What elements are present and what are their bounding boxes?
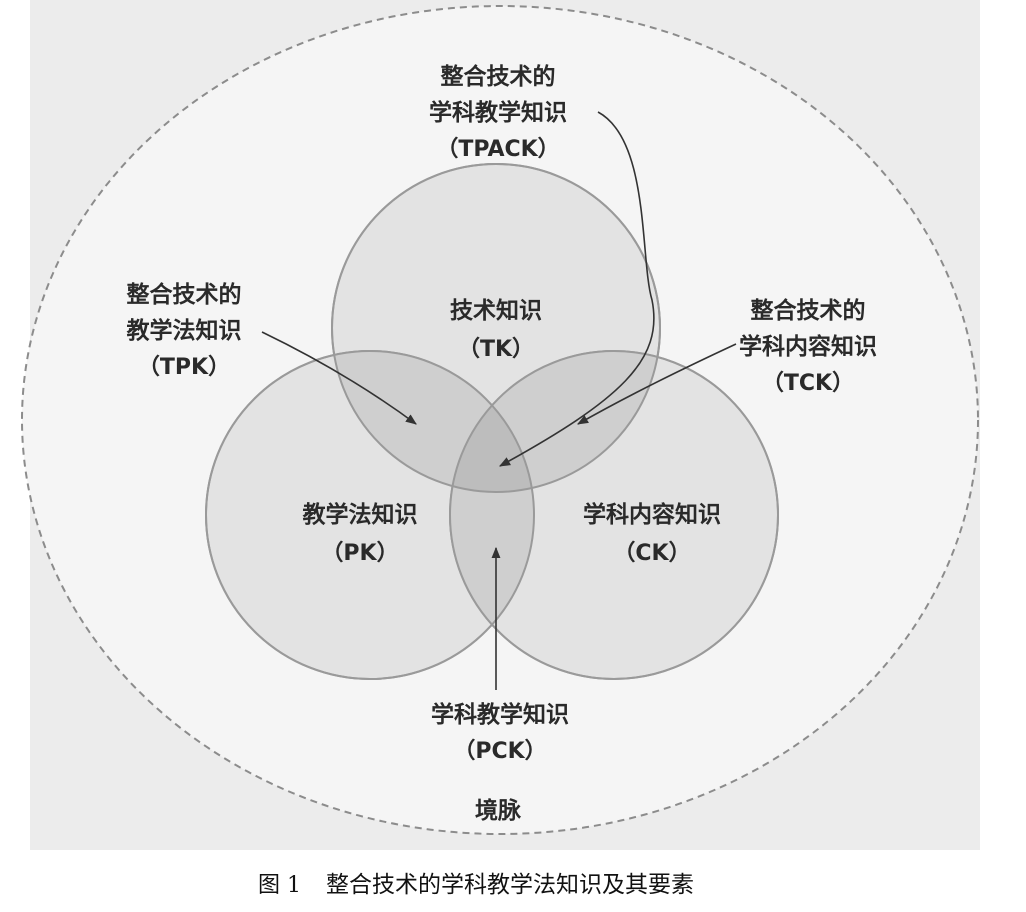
pk-label-line1: 教学法知识 bbox=[303, 501, 418, 528]
tpack-arrow bbox=[499, 111, 655, 467]
tpack-label-line1: 整合技术的 bbox=[441, 63, 556, 90]
ck-label: 学科内容知识 （CK） bbox=[583, 501, 721, 566]
pck-label: 学科教学知识 （PCK） bbox=[431, 701, 569, 764]
tpk-label-line1: 整合技术的 bbox=[127, 281, 242, 308]
pk-label-line2: （PK） bbox=[321, 541, 398, 566]
tpack-label: 整合技术的 学科教学知识 （TPACK） bbox=[429, 63, 567, 162]
ck-label-line1: 学科内容知识 bbox=[583, 501, 721, 528]
tck-label-line1: 整合技术的 bbox=[751, 297, 866, 324]
tpk-label-line3: （TPK） bbox=[138, 355, 230, 380]
tk-label: 技术知识 （TK） bbox=[450, 297, 542, 362]
figure-caption: 图 1 整合技术的学科教学法知识及其要素 bbox=[258, 872, 694, 898]
tk-label-line2: （TK） bbox=[458, 337, 534, 362]
tpk-label: 整合技术的 教学法知识 （TPK） bbox=[127, 281, 242, 380]
tpk-arrow bbox=[261, 331, 417, 425]
pk-label: 教学法知识 （PK） bbox=[303, 501, 418, 566]
caption-number: 图 1 bbox=[258, 873, 301, 898]
tck-label-line2: 学科内容知识 bbox=[739, 333, 877, 360]
pck-label-line2: （PCK） bbox=[453, 739, 546, 764]
tck-label: 整合技术的 学科内容知识 （TCK） bbox=[739, 297, 877, 396]
tck-label-line3: （TCK） bbox=[762, 371, 854, 396]
caption-text: 整合技术的学科教学法知识及其要素 bbox=[326, 872, 694, 898]
tpk-label-line2: 教学法知识 bbox=[127, 317, 242, 344]
pck-label-line1: 学科教学知识 bbox=[431, 701, 569, 728]
tck-overlap bbox=[450, 351, 660, 492]
context-label: 境脉 bbox=[475, 797, 522, 824]
tpack-label-line2: 学科教学知识 bbox=[429, 99, 567, 126]
ck-label-line2: （CK） bbox=[613, 541, 690, 566]
tpk-overlap bbox=[332, 351, 534, 492]
tpack-label-line3: （TPACK） bbox=[436, 137, 559, 162]
tk-label-line1: 技术知识 bbox=[450, 297, 542, 324]
tck-arrow bbox=[577, 343, 737, 425]
